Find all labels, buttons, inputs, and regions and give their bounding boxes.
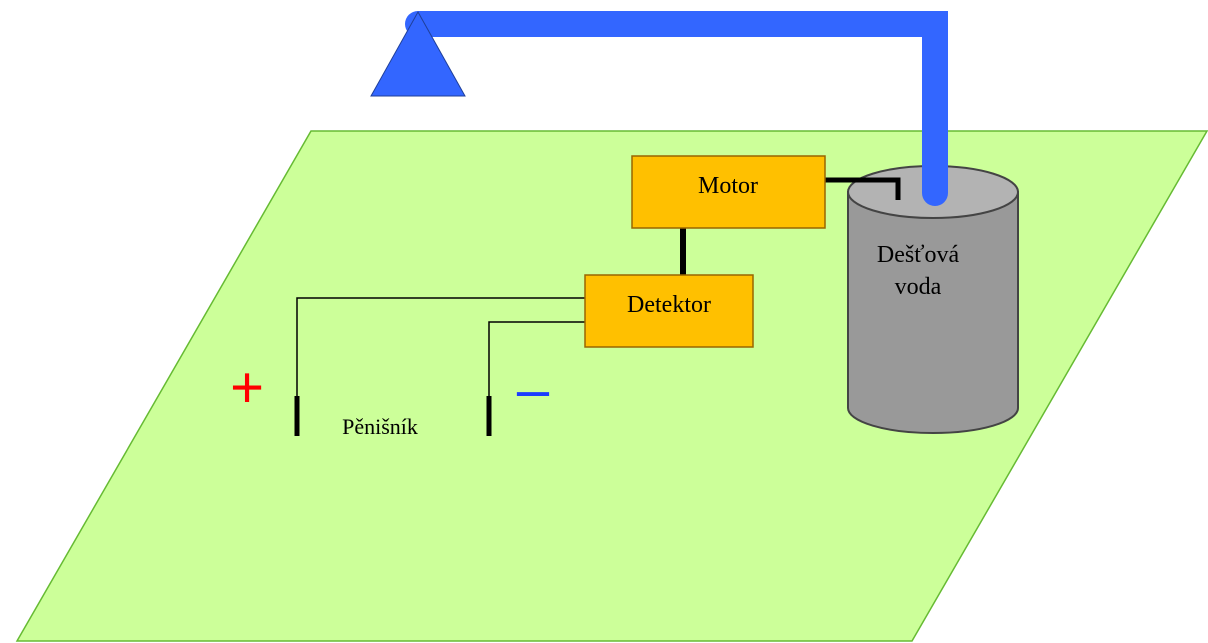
minus-sign: –: [517, 357, 550, 422]
water-pipe: [405, 11, 948, 206]
ground-label: Pěnišník: [342, 414, 418, 439]
detector-wire-plus: [296, 297, 585, 398]
tank-label-line2: voda: [895, 274, 942, 300]
sprinkler-triangle-icon: [370, 10, 466, 97]
plus-sign: +: [230, 355, 264, 420]
garden-field: [15, 130, 1208, 642]
detector-label: Detektor: [627, 292, 711, 318]
detector-box: Detektor: [584, 274, 754, 348]
motor-label: Motor: [698, 173, 758, 199]
detector-wire-minus: [488, 321, 585, 398]
motor-box: Motor: [631, 155, 826, 229]
motor-tank-connector: [825, 177, 901, 200]
tank-label-line1: Dešťová: [877, 242, 960, 268]
